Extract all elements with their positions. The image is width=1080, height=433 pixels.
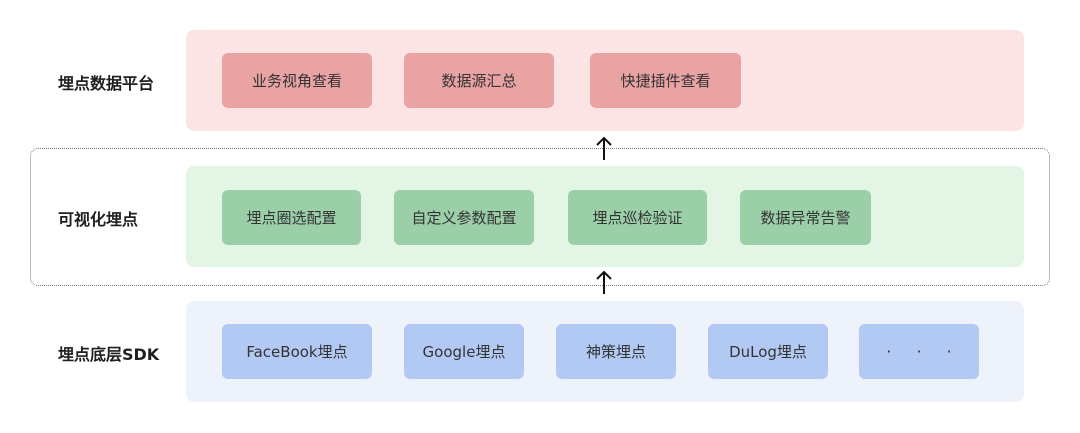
chip-dulog-tracking: DuLog埋点 <box>708 324 828 379</box>
row-label-visual-tracking: 可视化埋点 <box>58 210 139 229</box>
chip-more-ellipsis: · · · <box>859 324 979 379</box>
arrow-up-icon <box>594 269 614 295</box>
row-label-data-platform: 埋点数据平台 <box>58 74 155 93</box>
chip-data-anomaly-alert: 数据异常告警 <box>740 190 871 245</box>
chip-tracking-selection-config: 埋点圈选配置 <box>222 190 361 245</box>
chip-facebook-tracking: FaceBook埋点 <box>222 324 372 379</box>
row-label-base-sdk: 埋点底层SDK <box>58 345 160 364</box>
chip-quick-plugin-view: 快捷插件查看 <box>590 53 741 108</box>
chip-business-view: 业务视角查看 <box>222 53 372 108</box>
chip-google-tracking: Google埋点 <box>404 324 524 379</box>
middle-layer-dotted-outline <box>30 148 1050 286</box>
chip-custom-param-config: 自定义参数配置 <box>394 190 534 245</box>
arrow-up-icon <box>594 135 614 161</box>
chip-tracking-inspection: 埋点巡检验证 <box>568 190 707 245</box>
chip-sensors-tracking: 神策埋点 <box>556 324 676 379</box>
chip-data-source-summary: 数据源汇总 <box>404 53 554 108</box>
